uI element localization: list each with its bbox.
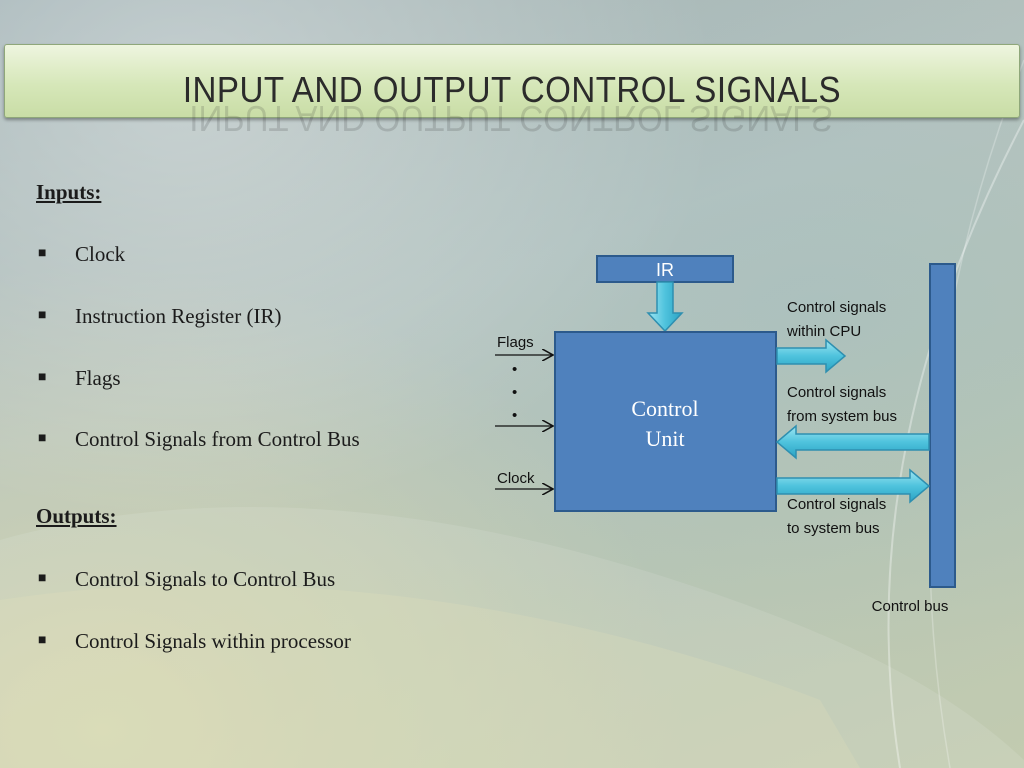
- to-bus-label-line1: Control signals: [787, 496, 886, 513]
- inputs-heading: Inputs:: [36, 180, 102, 204]
- ir-down-arrow: [646, 281, 684, 333]
- slide-title: INPUT AND OUTPUT CONTROL SIGNALS: [182, 69, 842, 110]
- control-bus-bar: [929, 263, 956, 588]
- flags-label: Flags: [497, 334, 534, 351]
- flags-dot-1: •: [512, 361, 517, 378]
- bullet-icon: ■: [38, 308, 47, 323]
- bullet-icon: ■: [38, 246, 47, 261]
- from-bus-label-line1: Control signals: [787, 384, 886, 401]
- from-bus-arrow: [775, 424, 930, 460]
- clock-label: Clock: [497, 470, 535, 487]
- flags-dot-3: •: [512, 407, 517, 424]
- bullet-icon: ■: [38, 633, 47, 648]
- within-cpu-arrow: [776, 338, 847, 374]
- control-unit-box: [554, 331, 777, 512]
- flags-dot-2: •: [512, 384, 517, 401]
- to-bus-label-line2: to system bus: [787, 520, 880, 537]
- title-banner: INPUT AND OUTPUT CONTROL SIGNALS: [4, 44, 1020, 118]
- bullet-icon: ■: [38, 571, 47, 586]
- outputs-heading: Outputs:: [36, 504, 117, 528]
- ir-box: [596, 255, 734, 283]
- ir-label: IR: [656, 260, 674, 280]
- within-cpu-label-line1: Control signals: [787, 299, 886, 316]
- to-bus-arrow: [776, 468, 931, 504]
- bullet-icon: ■: [38, 370, 47, 385]
- control-bus-label: Control bus: [872, 598, 949, 615]
- bullet-icon: ■: [38, 431, 47, 446]
- control-unit-label-line1: Control: [631, 396, 698, 421]
- within-cpu-label-line2: within CPU: [786, 323, 861, 340]
- control-unit-label-line2: Unit: [645, 426, 684, 451]
- from-bus-label-line2: from system bus: [787, 408, 897, 425]
